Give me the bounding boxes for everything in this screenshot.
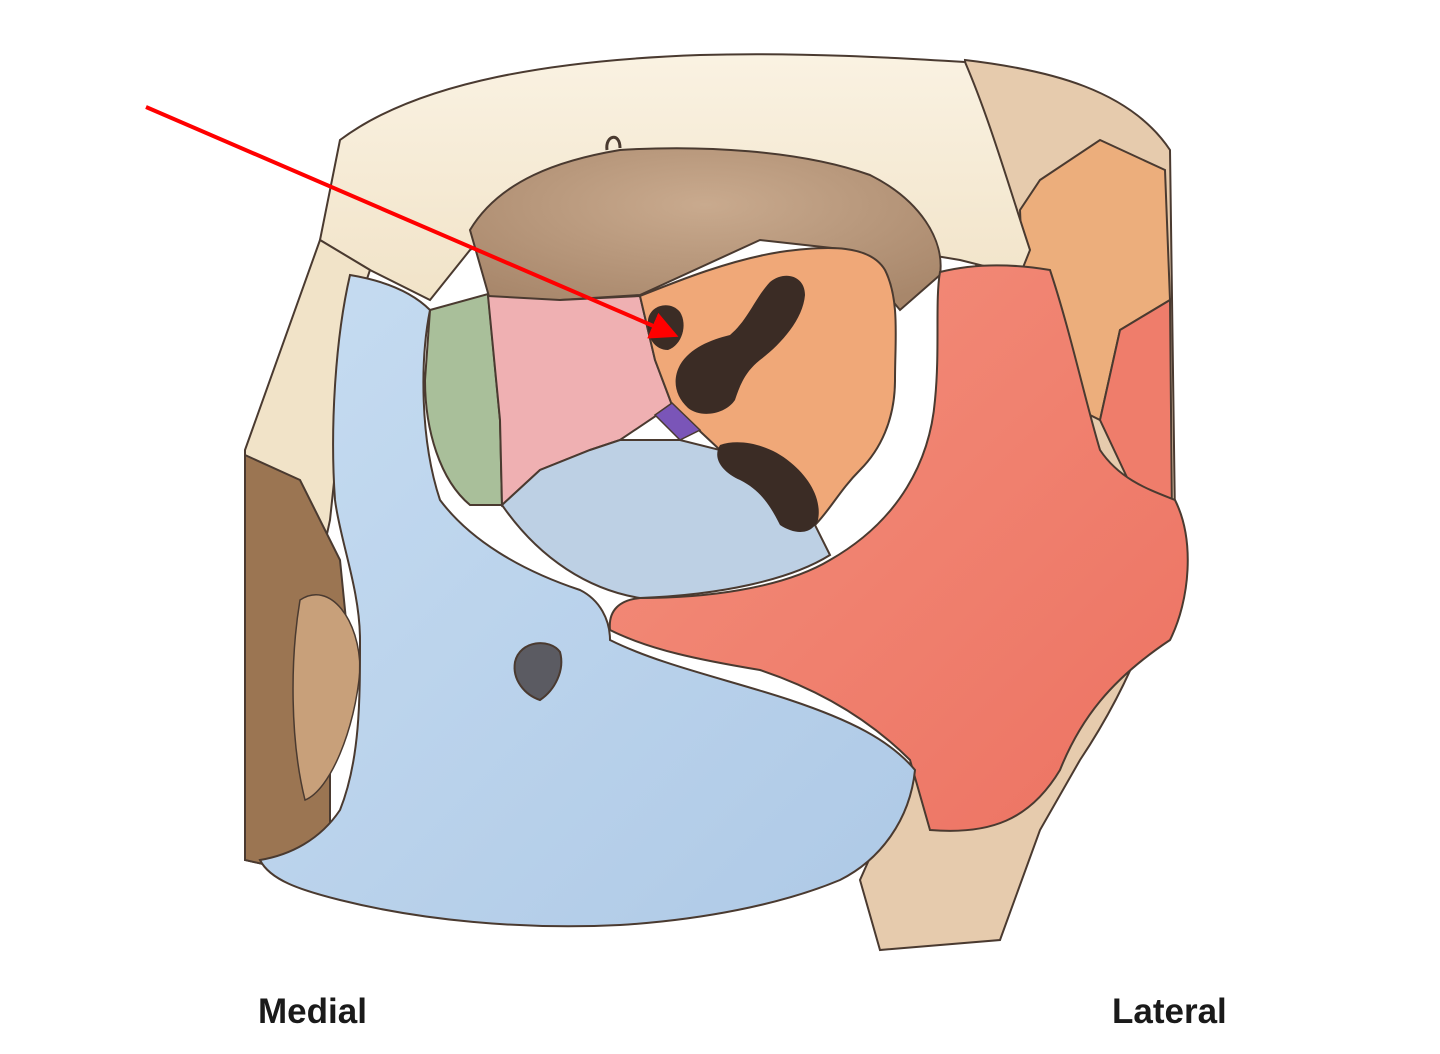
orbit-roof xyxy=(468,147,942,312)
superior-orbital-fissure xyxy=(675,275,805,414)
sphenoid-bone xyxy=(638,247,897,527)
inferior-orbital-fissure xyxy=(717,442,819,532)
medial-label: Medial xyxy=(258,992,367,1031)
lateral-label: Lateral xyxy=(1112,992,1227,1031)
palatine-bone xyxy=(653,402,702,441)
supraorbital-notch xyxy=(605,135,622,151)
ethmoid-bone xyxy=(423,292,504,506)
zygomatic-bone xyxy=(608,264,1189,832)
nasal-concha xyxy=(292,594,361,802)
frontal-bone xyxy=(318,53,1032,302)
infraorbital-foramen xyxy=(513,642,563,702)
pointer-arrow xyxy=(145,105,679,339)
maxilla-bone xyxy=(258,273,917,928)
